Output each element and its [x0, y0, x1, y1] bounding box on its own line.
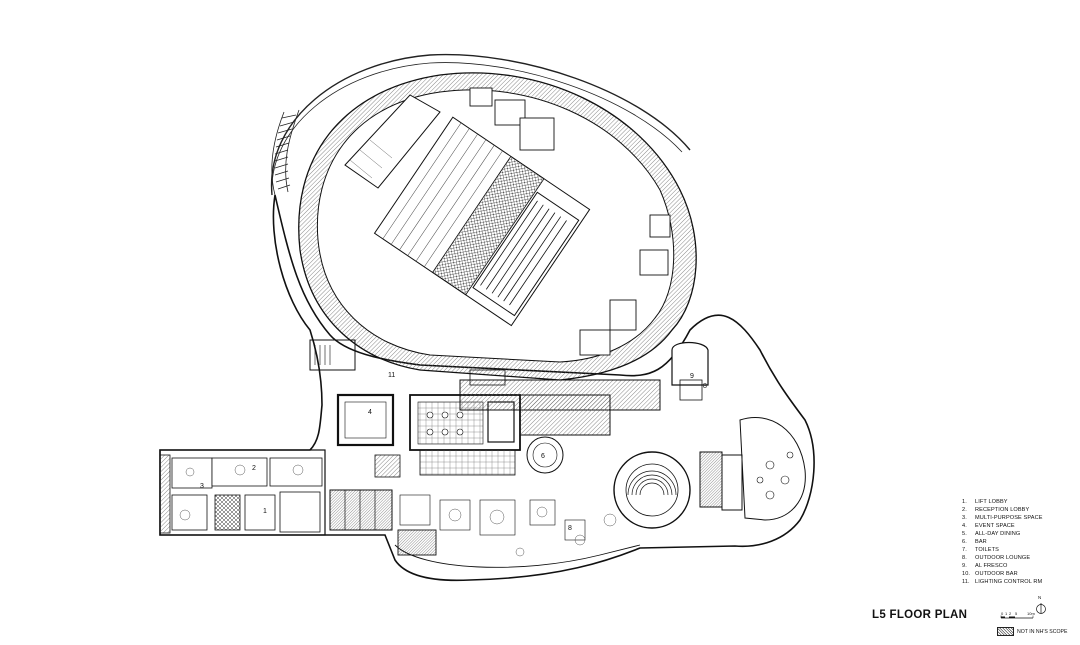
legend-label: OUTDOOR BAR: [975, 571, 1018, 578]
legend-item: 10. OUTDOOR BAR: [962, 570, 1080, 578]
room-tag-3: 3: [200, 483, 204, 490]
auditorium-service-rooms: [469, 87, 671, 356]
legend-num: 8.: [962, 555, 967, 562]
legend-num: 10.: [962, 571, 971, 578]
building-outline: [159, 194, 815, 582]
room-tag-11: 11: [388, 372, 395, 379]
legend-item: 2. RECEPTION LOBBY: [962, 506, 1080, 514]
legend-item: 3. MULTI-PURPOSE SPACE: [962, 514, 1080, 522]
scale-bar-icon: [1000, 615, 1034, 619]
legend-label: ALL-DAY DINING: [975, 531, 1021, 538]
event-space-room: [336, 393, 395, 447]
bar-round: [526, 436, 564, 474]
room-tag-6: 6: [541, 453, 545, 460]
legend-label: BAR: [975, 539, 987, 546]
scale-label-two: 2: [1009, 611, 1012, 616]
legend-num: 7.: [962, 547, 967, 554]
scope-legend: NOT IN NH'S SCOPE: [997, 627, 1067, 636]
legend-label: LIGHTING CONTROL RM: [975, 579, 1043, 586]
west-wing-rooms: [171, 457, 323, 533]
legend-item: 4. EVENT SPACE: [962, 522, 1080, 530]
scale-label-one: 1: [1005, 611, 1008, 616]
legend-num: 5.: [962, 531, 967, 538]
north-arrow-icon: [1036, 603, 1046, 614]
legend-item: 6. BAR: [962, 538, 1080, 546]
legend-item: 7. TOILETS: [962, 546, 1080, 554]
room-tag-8b: 8: [703, 383, 707, 390]
scale-label-zero: 0: [1001, 611, 1004, 616]
legend-label: RECEPTION LOBBY: [975, 507, 1030, 514]
canopy-band: [271, 62, 683, 196]
scope-label: NOT IN NH'S SCOPE: [1017, 628, 1068, 635]
central-corridor: [419, 449, 516, 476]
legend-label: AL FRESCO: [975, 563, 1008, 570]
outdoor-bar: [671, 341, 709, 386]
legend-label: TOILETS: [975, 547, 999, 554]
legend-item: 5. ALL-DAY DINING: [962, 530, 1080, 538]
legend-label: LIFT LOBBY: [975, 499, 1008, 505]
canopy-steps: [271, 109, 300, 196]
room-tag-2: 2: [252, 465, 256, 472]
legend-num: 1.: [962, 499, 967, 505]
plan-title: L5 FLOOR PLAN: [872, 609, 968, 621]
room-tag-8a: 8: [568, 525, 572, 532]
room-tag-1: 1: [263, 508, 267, 515]
stage: [344, 94, 441, 189]
legend-num: 4.: [962, 523, 967, 530]
legend-label: EVENT SPACE: [975, 523, 1015, 530]
legend: 1. LIFT LOBBY 2. RECEPTION LOBBY 3. MULTI-P…: [962, 498, 1080, 587]
legend-item: 11. LIGHTING CONTROL RM: [962, 578, 1080, 586]
scale-label-five: 5: [1015, 611, 1018, 616]
legend-num: 2.: [962, 507, 967, 514]
legend-num: 9.: [962, 563, 967, 570]
scale-label-ten: 10m: [1027, 611, 1035, 616]
room-tags: 1 2 3 4 6 8 8 9 11: [200, 372, 707, 532]
legend-item: 9. AL FRESCO: [962, 562, 1080, 570]
legend-item: 1. LIFT LOBBY: [962, 498, 1080, 506]
auditorium-seating: [373, 116, 591, 327]
toilets-block: [329, 489, 393, 531]
legend-num: 3.: [962, 515, 967, 522]
room-tag-4: 4: [368, 409, 372, 416]
legend-item: 8. OUTDOOR LOUNGE: [962, 554, 1080, 562]
outdoor-lounge-rotunda: [613, 451, 691, 529]
al-fresco-terrace: [739, 416, 806, 521]
legend-num: 6.: [962, 539, 967, 546]
legend-num: 11.: [962, 579, 970, 586]
outer-canopy-line: [270, 53, 691, 196]
room-tag-9: 9: [690, 373, 694, 380]
hatch-swatch-icon: [997, 627, 1014, 636]
legend-label: MULTI-PURPOSE SPACE: [975, 515, 1043, 522]
legend-label: OUTDOOR LOUNGE: [975, 555, 1031, 562]
north-label: N: [1038, 595, 1042, 600]
